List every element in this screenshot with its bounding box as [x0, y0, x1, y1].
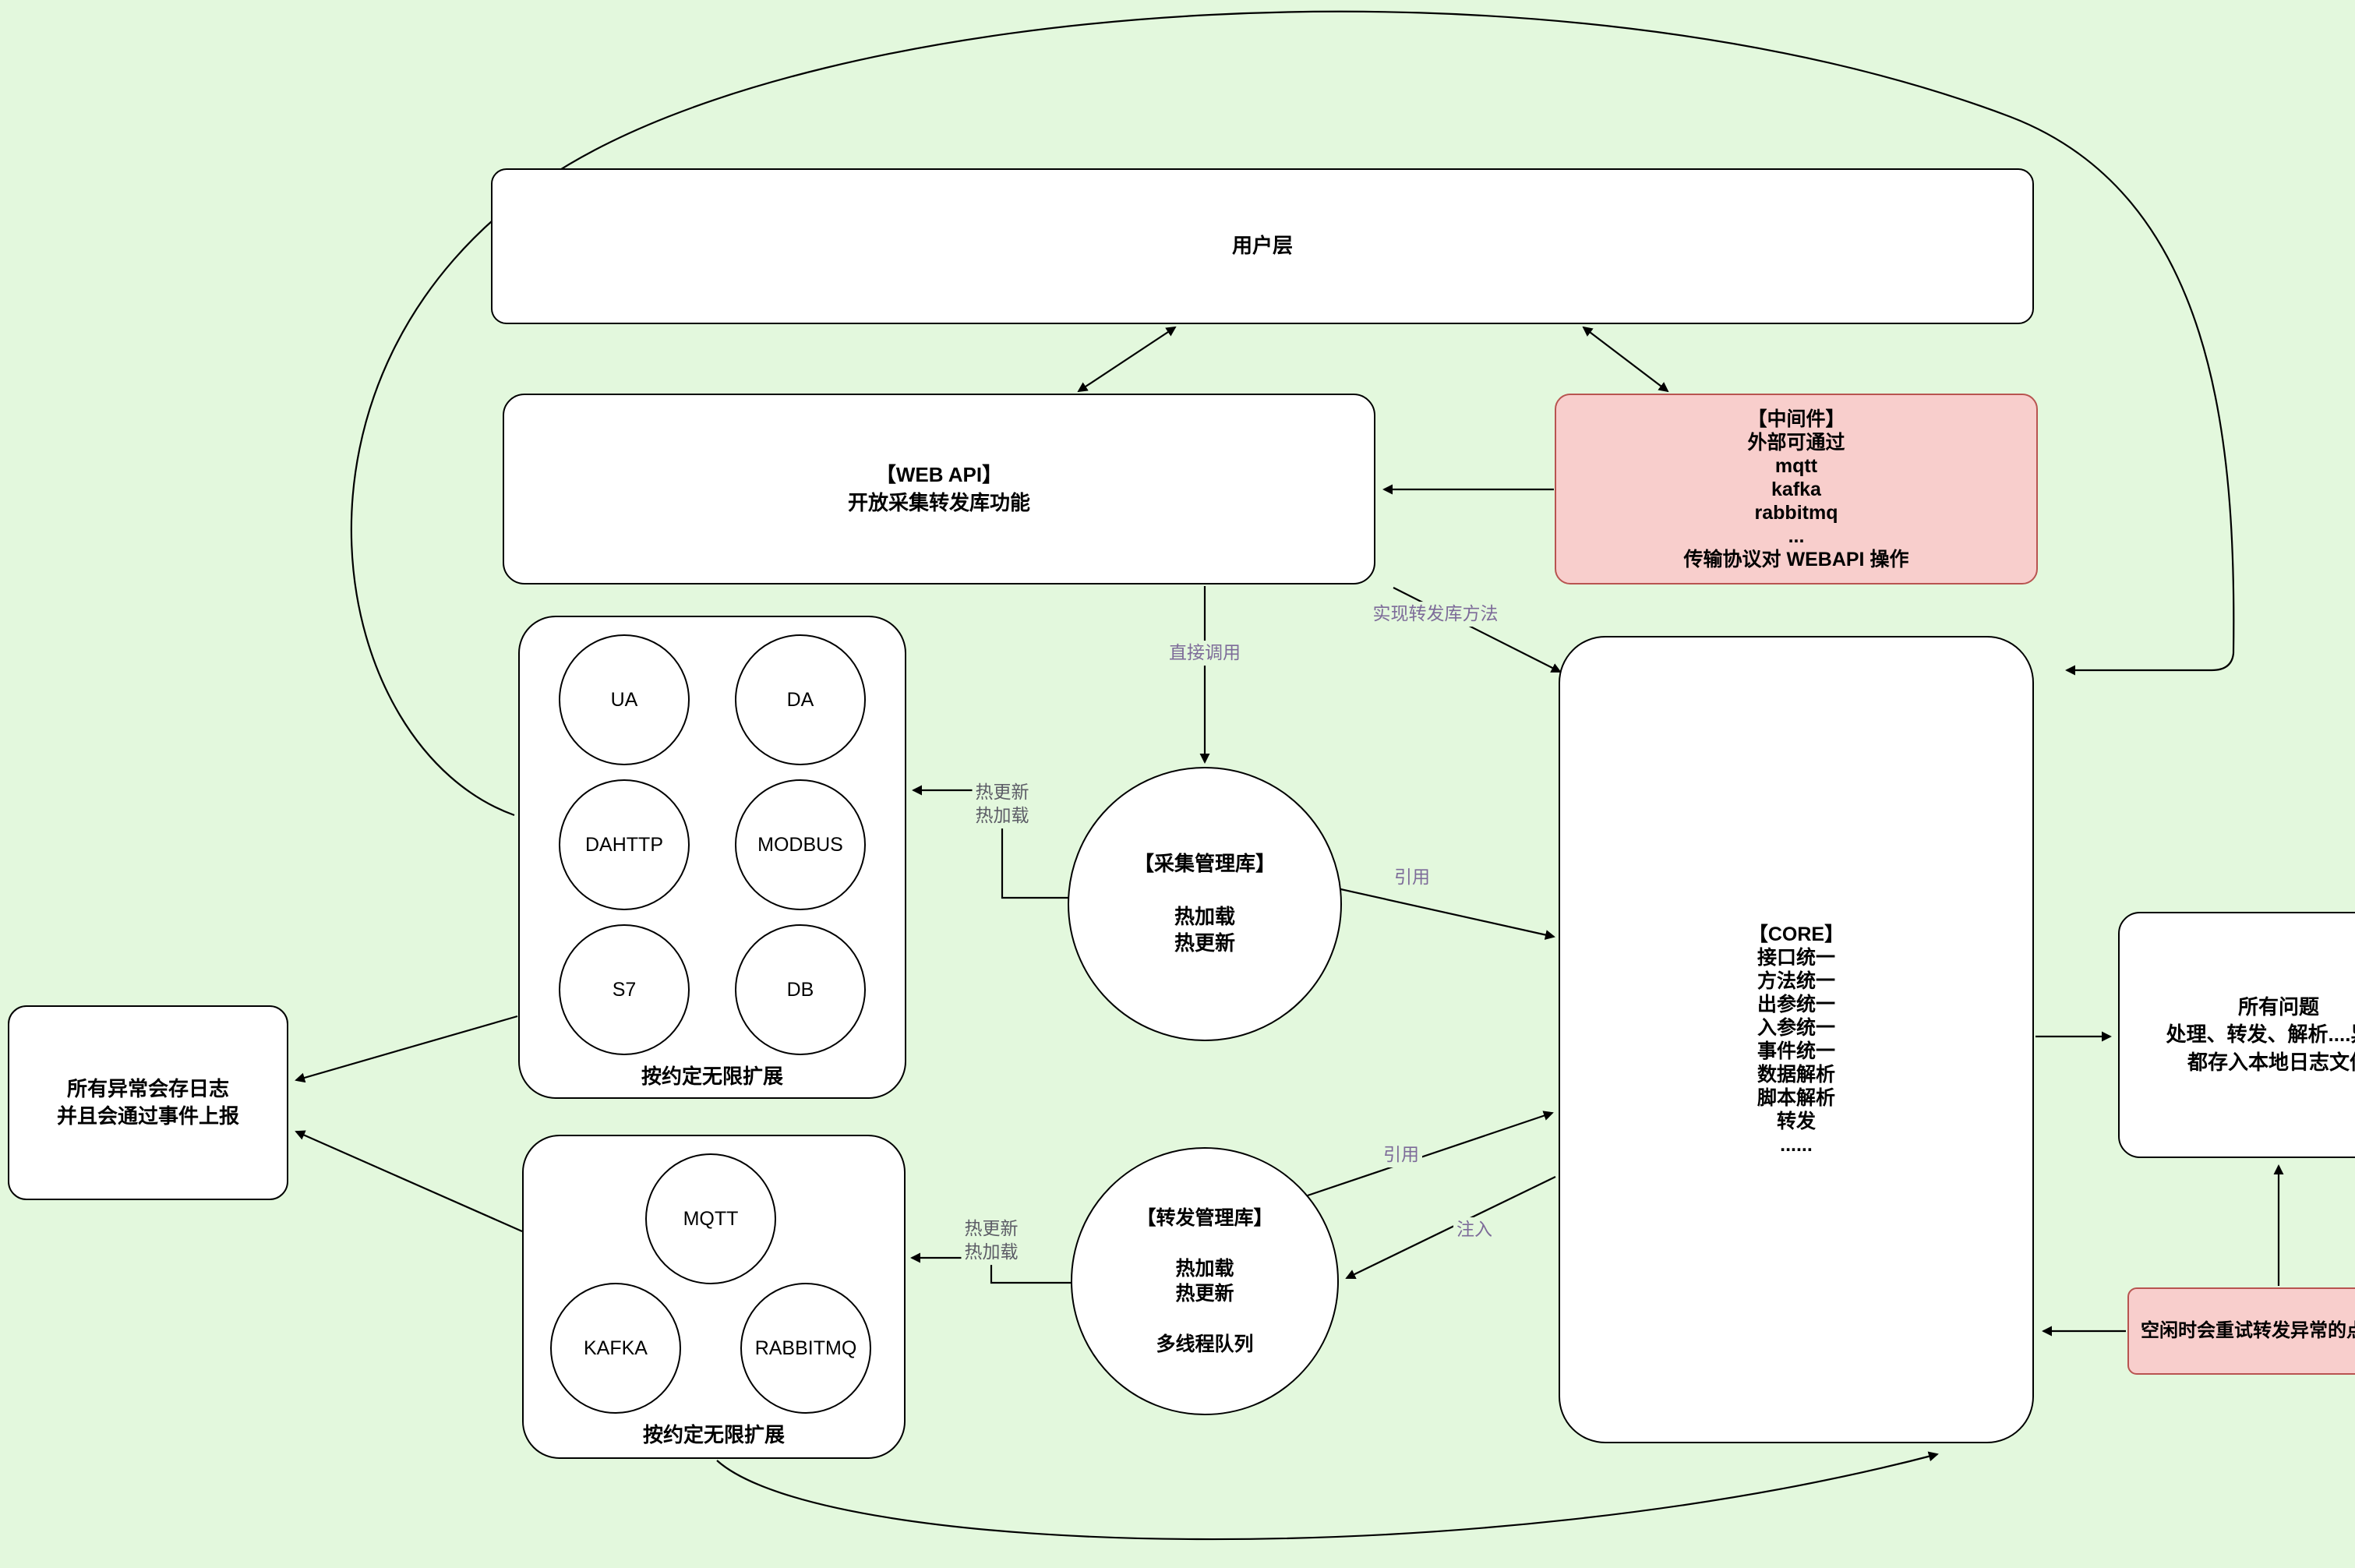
- web-api-box: 【WEB API】 开放采集转发库功能: [503, 394, 1375, 584]
- edge-collectlib-collectorgroup: [912, 785, 1069, 899]
- forward-manager-lib-circle: 【转发管理库】 热加载 热更新 多线程队列: [1071, 1147, 1339, 1415]
- edge-label-direct-call: 直接调用: [1166, 641, 1244, 666]
- protocol-circle-da: DA: [735, 634, 866, 765]
- edge-forwardlib-forwardgroup: [910, 1252, 1072, 1284]
- forward-group-caption: 按约定无限扩展: [642, 1423, 785, 1446]
- protocol-circle-dahttp: DAHTTP: [559, 779, 690, 910]
- user-layer-box: 用户层: [491, 168, 2034, 324]
- exception-log-box: 所有异常会存日志 并且会通过事件上报: [8, 1005, 288, 1200]
- edge-top-loop: [350, 10, 2235, 817]
- middleware-box: 【中间件】 外部可通过 mqtt kafka rabbitmq ... 传输协议…: [1555, 394, 2038, 584]
- edge-webapi-core: [1393, 587, 1562, 673]
- edge-label-reference-2: 引用: [1380, 1142, 1422, 1167]
- edge-forwardlib-core: [1307, 1111, 1554, 1197]
- edge-forwardgroup-exceptionlog: [295, 1130, 523, 1233]
- protocol-circle-db: DB: [735, 924, 866, 1055]
- edge-core-forwardlib: [1345, 1176, 1556, 1280]
- edge-label-hot-update-load-2: 热更新 热加载: [961, 1217, 1022, 1265]
- edge-collectorgroup-exceptionlog: [295, 1015, 518, 1083]
- edge-label-reference-1: 引用: [1391, 865, 1433, 890]
- edge-label-inject: 注入: [1453, 1217, 1495, 1242]
- protocol-circle-mqtt: MQTT: [645, 1153, 776, 1284]
- edge-user-webapi: [1077, 326, 1177, 393]
- collector-group-caption: 按约定无限扩展: [641, 1065, 783, 1088]
- protocol-circle-rabbitmq: RABBITMQ: [740, 1283, 871, 1414]
- edge-label-implement-forward: 实现转发库方法: [1369, 602, 1502, 627]
- edge-bottom-loop: [716, 1451, 1939, 1541]
- edge-label-hot-update-load-1: 热更新 热加载: [972, 780, 1033, 828]
- protocol-circle-ua: UA: [559, 634, 690, 765]
- all-problems-box: 所有问题 处理、转发、解析....异常 都存入本地日志文件: [2118, 912, 2355, 1158]
- edge-collectlib-core: [1336, 887, 1555, 940]
- forward-protocol-group: MQTT KAFKA RABBITMQ 按约定无限扩展: [522, 1135, 906, 1459]
- retry-box: 空闲时会重试转发异常的点位数据: [2127, 1287, 2355, 1375]
- edge-user-middleware: [1582, 326, 1669, 393]
- protocol-circle-modbus: MODBUS: [735, 779, 866, 910]
- collect-manager-lib-circle: 【采集管理库】 热加载 热更新: [1068, 767, 1342, 1041]
- protocol-circle-s7: S7: [559, 924, 690, 1055]
- collector-protocol-group: UA DA DAHTTP MODBUS S7 DB 按约定无限扩展: [518, 616, 906, 1099]
- core-box: 【CORE】 接口统一 方法统一 出参统一 入参统一 事件统一 数据解析 脚本解…: [1559, 636, 2034, 1443]
- protocol-circle-kafka: KAFKA: [550, 1283, 681, 1414]
